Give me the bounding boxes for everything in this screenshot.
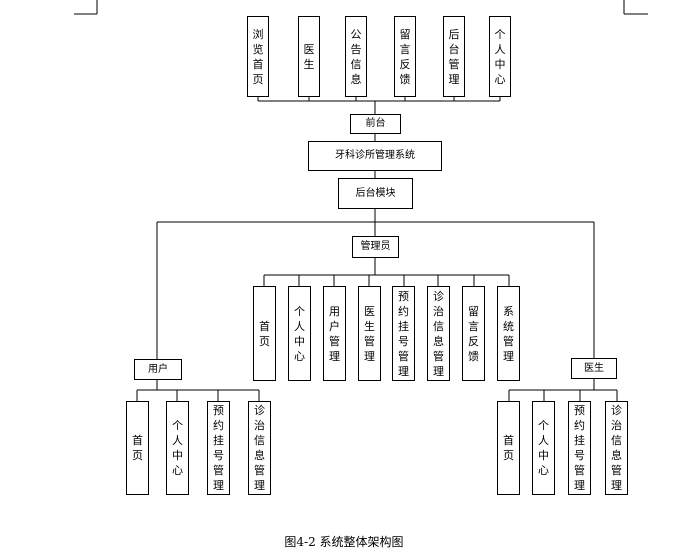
doctor-module-home: 首页	[497, 401, 520, 495]
front-module-personal-center: 个人中心	[489, 16, 511, 97]
user-module-appointment-manage: 预约挂号管理	[207, 401, 230, 495]
admin-module-appointment-manage: 预约挂号管理	[392, 286, 415, 381]
front-module-browse-home: 浏览首页	[247, 16, 269, 97]
front-module-notice: 公告信息	[345, 16, 367, 97]
admin-module-user-manage: 用户管理	[323, 286, 346, 381]
user-module-diagnosis-manage: 诊治信息管理	[248, 401, 271, 495]
user-node: 用户	[134, 359, 182, 380]
doctor-node: 医生	[571, 358, 617, 379]
doctor-module-appointment-manage: 预约挂号管理	[568, 401, 591, 495]
user-module-home: 首页	[126, 401, 149, 495]
figure-caption: 图4-2 系统整体架构图	[284, 535, 404, 549]
admin-module-personal-center: 个人中心	[288, 286, 311, 381]
front-module-feedback: 留言反馈	[394, 16, 416, 97]
doctor-module-diagnosis-manage: 诊治信息管理	[605, 401, 628, 495]
admin-module-diagnosis-manage: 诊治信息管理	[427, 286, 450, 381]
backend-node: 后台模块	[338, 178, 413, 209]
front-module-backend-manage: 后台管理	[443, 16, 465, 97]
admin-module-home: 首页	[253, 286, 276, 381]
front-module-doctor: 医生	[298, 16, 320, 97]
user-module-personal-center: 个人中心	[166, 401, 189, 495]
admin-module-feedback: 留言反馈	[462, 286, 485, 381]
admin-module-doctor-manage: 医生管理	[358, 286, 381, 381]
frontend-node: 前台	[350, 114, 401, 134]
admin-module-system-manage: 系统管理	[497, 286, 520, 381]
system-node: 牙科诊所管理系统	[308, 141, 442, 171]
doctor-module-personal-center: 个人中心	[532, 401, 555, 495]
admin-node: 管理员	[352, 236, 399, 258]
